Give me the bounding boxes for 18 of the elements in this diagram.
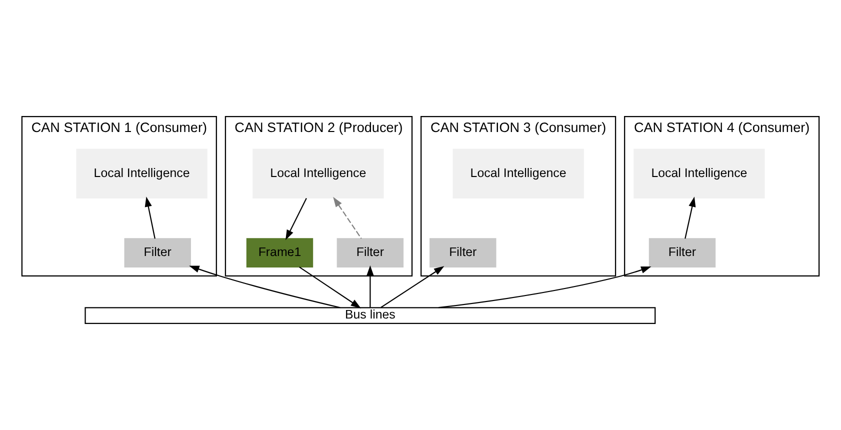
node-box: Filter — [124, 238, 191, 267]
arrow — [684, 196, 696, 238]
arrow — [333, 196, 362, 238]
node-box: Bus lines — [84, 306, 656, 324]
arrow — [144, 196, 156, 238]
arrow — [380, 266, 444, 308]
node-box: Filter — [336, 238, 404, 267]
arrow — [189, 265, 340, 308]
arrow — [299, 266, 362, 308]
arrow — [438, 266, 652, 308]
node-box: Filter — [430, 238, 496, 267]
node-box: Local Intelligence — [634, 148, 765, 198]
arrow — [366, 264, 374, 307]
node-box: Local Intelligence — [76, 148, 208, 198]
node-box: Filter — [648, 238, 716, 267]
node-box: Local Intelligence — [252, 148, 384, 198]
arrow — [286, 198, 307, 240]
node-box: Frame1 — [246, 238, 314, 267]
